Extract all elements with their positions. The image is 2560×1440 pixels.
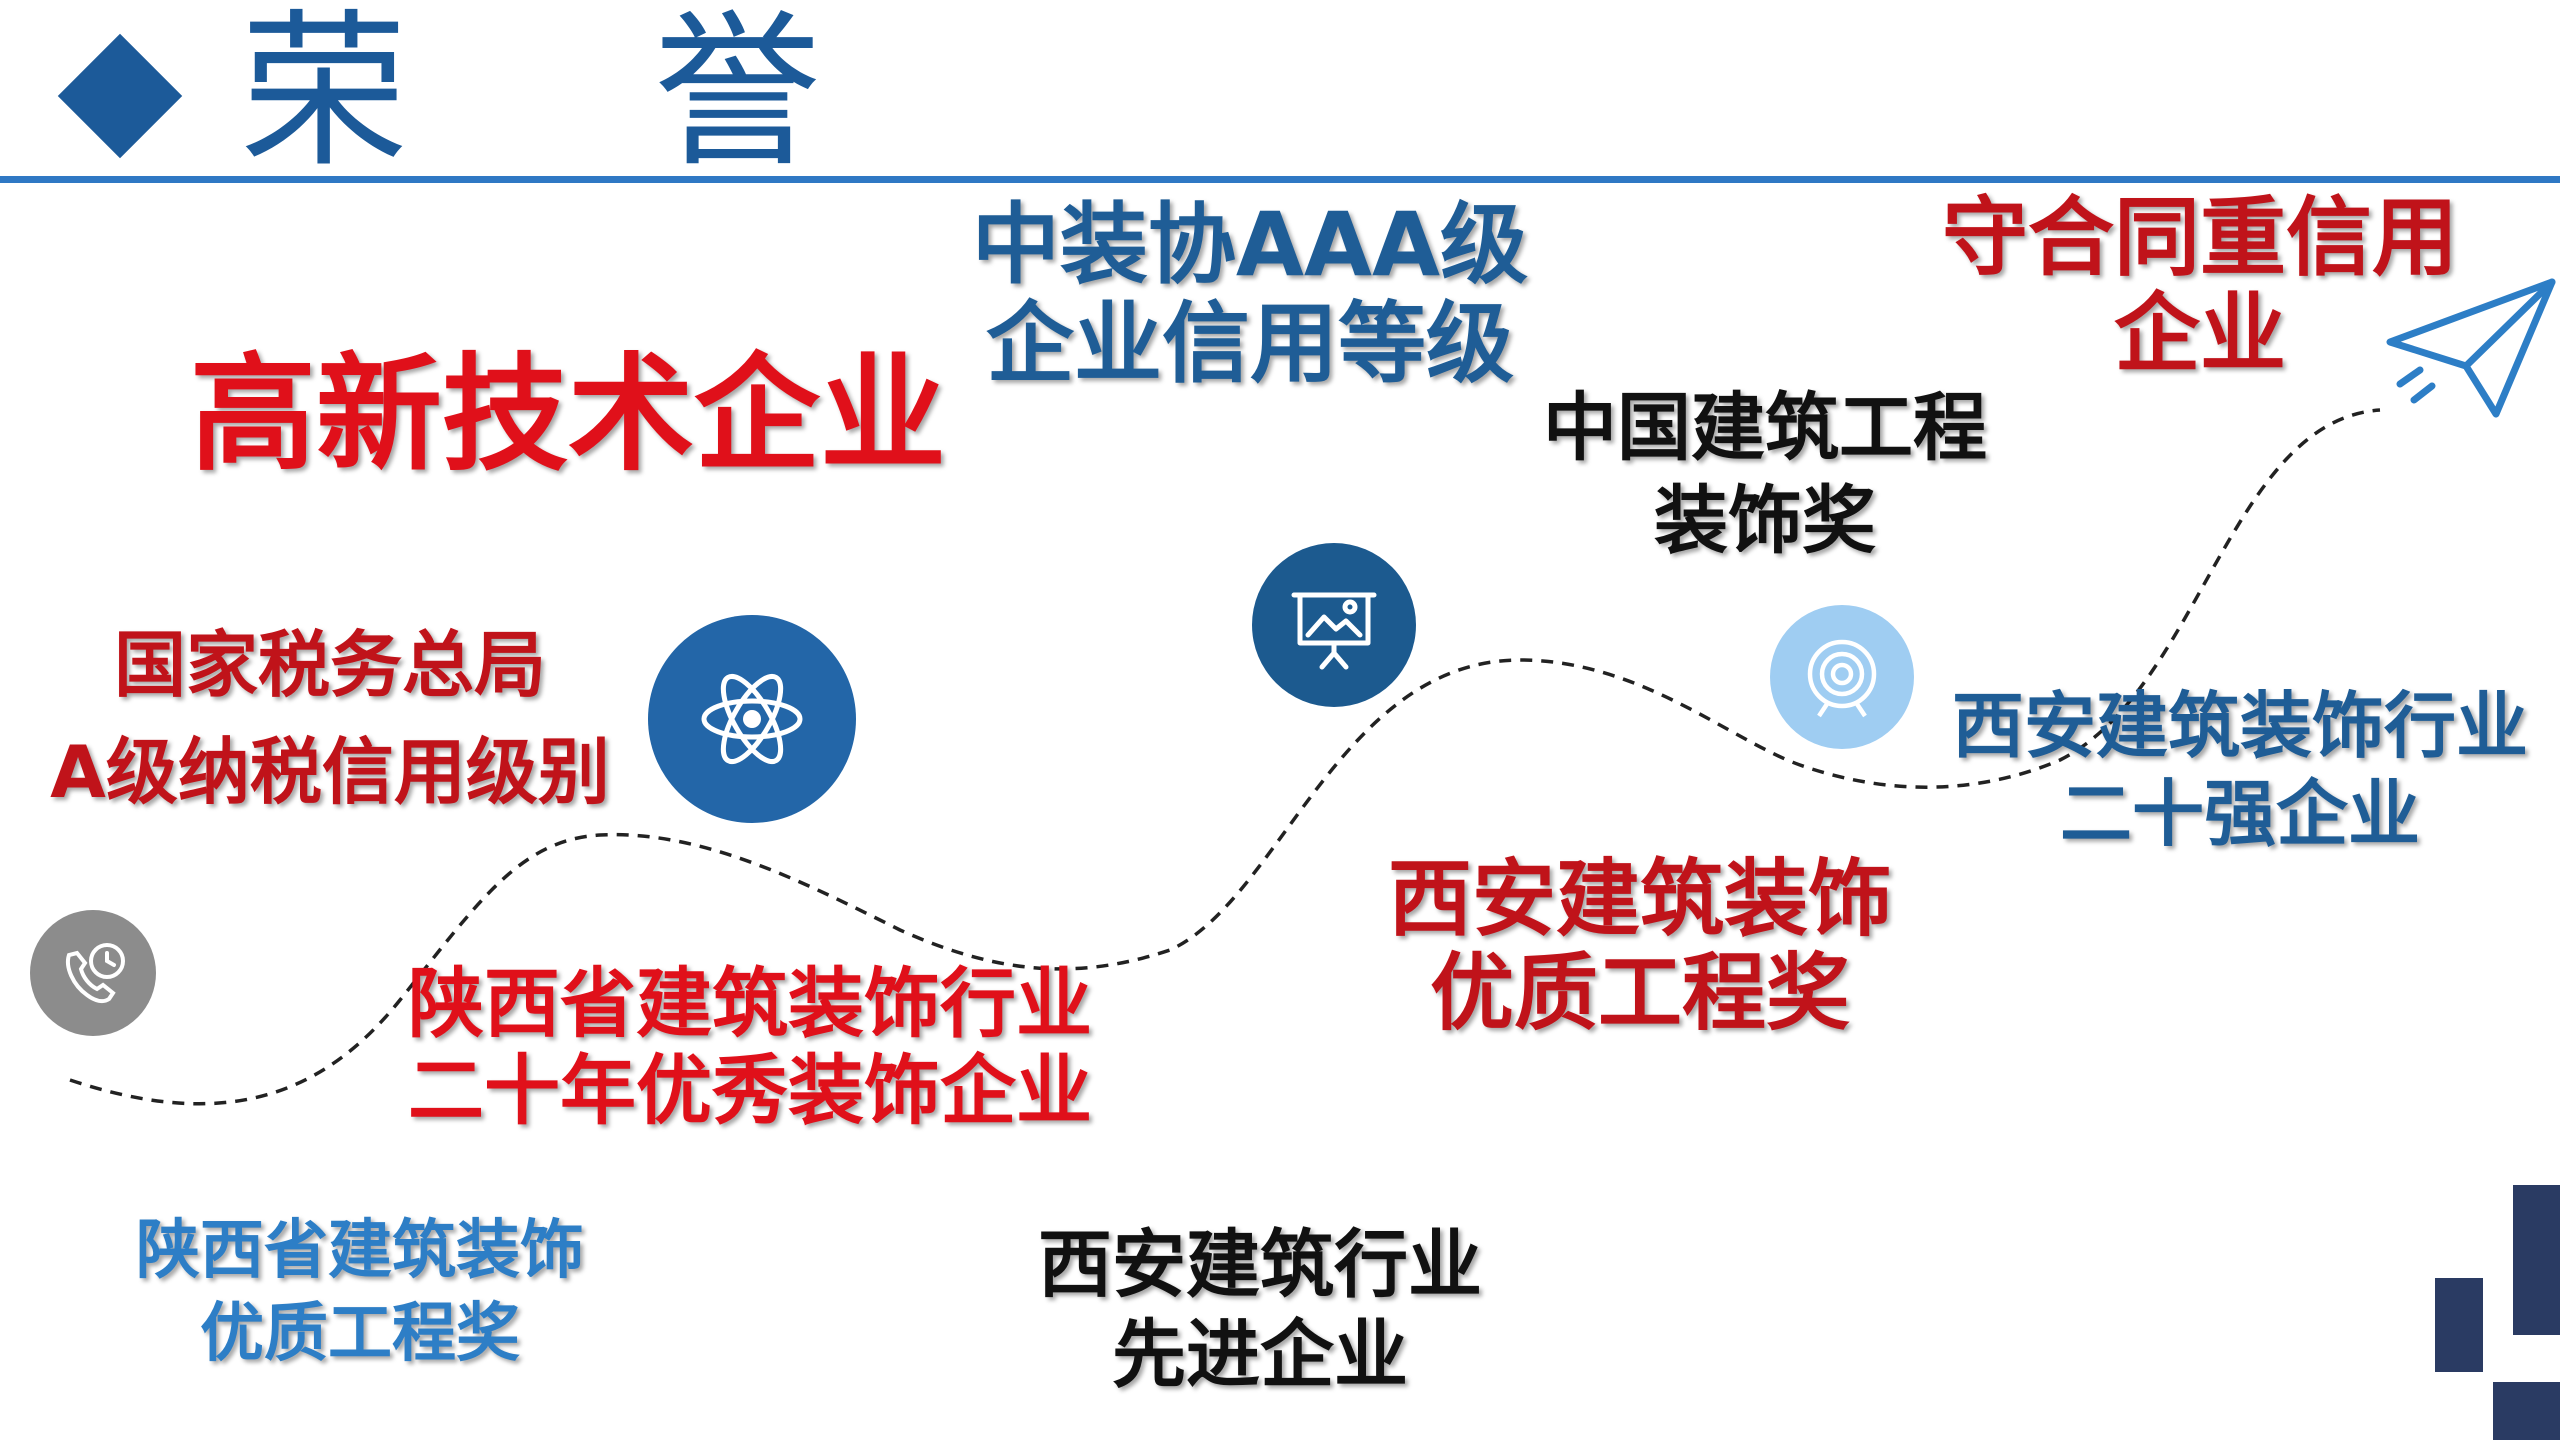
honor-line: 中国建筑工程 <box>1543 385 1987 471</box>
honor-shaanxi-20y: 陕西省建筑装饰行业 二十年优秀装饰企业 <box>390 960 1110 1135</box>
honor-line: 守合同重信用 <box>1942 188 2458 288</box>
honor-cbda-credit: 中装协AAA级 企业信用等级 <box>950 193 1550 395</box>
phone-clock-badge <box>30 910 156 1036</box>
honor-line: A级纳税信用级别 <box>50 729 610 814</box>
presentation-badge <box>1252 543 1416 707</box>
honor-line: 优质工程奖 <box>200 1297 520 1372</box>
corner-deco-block <box>2493 1382 2560 1440</box>
honor-line: 二十强企业 <box>2059 771 2420 856</box>
honor-line: 陕西省建筑装饰 <box>136 1214 584 1288</box>
honor-line: 陕西省建筑装饰行业 <box>408 959 1092 1048</box>
honor-line: 西安建筑装饰 <box>1387 850 1892 948</box>
atom-badge <box>648 615 856 823</box>
paper-plane-icon <box>2386 278 2556 418</box>
honor-line: 企业信用等级 <box>985 291 1514 395</box>
honor-line: 企业 <box>2114 284 2286 385</box>
honor-xian-advanced: 西安建筑行业 先进企业 <box>1000 1220 1520 1401</box>
target-badge <box>1770 605 1914 749</box>
target-icon <box>1807 639 1877 718</box>
honor-xian-quality: 西安建筑装饰 优质工程奖 <box>1360 852 1920 1040</box>
honor-line: 高新技术企业 <box>190 341 946 488</box>
dashed-curve <box>69 408 2381 1106</box>
honor-line: 西安建筑装饰行业 <box>1951 684 2528 768</box>
page-title: 荣 誉 <box>240 0 918 190</box>
honor-line: 二十年优秀装饰企业 <box>408 1046 1092 1136</box>
honor-line: 西安建筑行业 <box>1038 1222 1482 1308</box>
presentation-board-icon <box>1291 592 1377 670</box>
honor-line: 先进企业 <box>1112 1312 1408 1399</box>
corner-deco-block <box>2513 1185 2560 1335</box>
honor-line: 国家税务总局 <box>113 623 546 707</box>
honor-line: 中装协AAA级 <box>971 193 1529 296</box>
honor-contract-credit: 守合同重信用 企业 <box>1930 190 2470 383</box>
atom-icon <box>701 673 803 765</box>
title-divider <box>0 176 2560 183</box>
honor-tax-credit: 国家税务总局 A级纳税信用级别 <box>20 612 640 825</box>
honor-high-tech: 高新技术企业 <box>190 338 946 492</box>
honor-china-award: 中国建筑工程 装饰奖 <box>1500 382 2030 568</box>
honor-shaanxi-quality: 陕西省建筑装饰 优质工程奖 <box>100 1210 620 1376</box>
phone-clock-icon <box>66 943 125 1004</box>
corner-deco-block <box>2435 1278 2483 1372</box>
honor-line: 装饰奖 <box>1654 478 1876 565</box>
honor-xian-top20: 西安建筑装饰行业 二十强企业 <box>1920 683 2560 859</box>
honor-line: 优质工程奖 <box>1429 944 1850 1043</box>
